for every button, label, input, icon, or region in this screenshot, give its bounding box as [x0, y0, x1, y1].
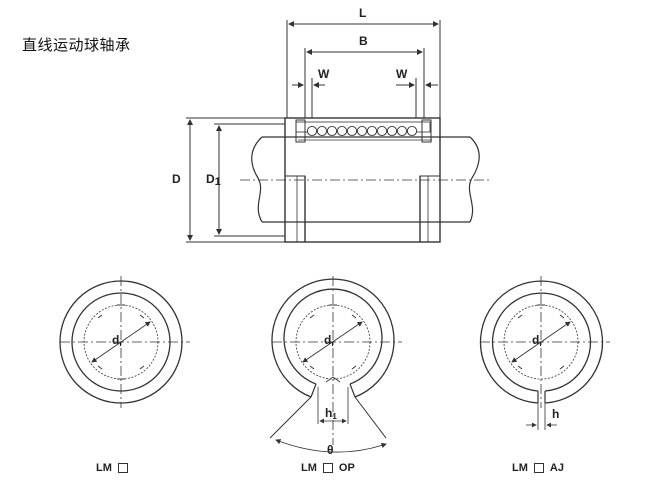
section-lm-bore-sub: r	[119, 339, 122, 348]
ball-row	[306, 125, 418, 137]
caption-lm: LM	[96, 462, 128, 474]
caption-lm-aj: LM AJ	[512, 462, 564, 474]
svg-text:dr: dr	[324, 333, 334, 348]
section-aj-h: h	[552, 407, 559, 421]
section-aj-bore-sub: r	[539, 339, 542, 348]
section-lm-op	[269, 276, 402, 453]
caption-lm-prefix: LM	[96, 462, 112, 474]
caption-op-suffix: OP	[338, 462, 355, 474]
section-op-bore: d	[324, 333, 331, 347]
label-W-right: W	[396, 67, 408, 81]
caption-op-box	[322, 463, 333, 473]
caption-lm-op: LM OP	[301, 462, 355, 474]
side-view	[186, 20, 490, 243]
section-aj-bore: d	[532, 333, 539, 347]
label-D1: D	[206, 172, 215, 186]
caption-op-prefix: LM	[301, 462, 317, 474]
caption-lm-box	[117, 463, 128, 473]
svg-text:dr: dr	[532, 333, 542, 348]
label-D1-sub: 1	[215, 176, 221, 188]
caption-aj-prefix: LM	[512, 462, 528, 474]
page-title: 直线运动球轴承	[22, 36, 131, 54]
section-lm-bore: d	[112, 333, 119, 347]
label-L: L	[359, 6, 366, 20]
label-B: B	[359, 34, 368, 48]
label-W-left: W	[318, 67, 330, 81]
section-lm	[59, 276, 190, 408]
section-op-theta: θ	[327, 443, 334, 457]
label-D: D	[172, 172, 181, 186]
caption-aj-box	[533, 463, 544, 473]
svg-text:dr: dr	[112, 333, 122, 348]
caption-aj-suffix: AJ	[549, 462, 564, 474]
section-op-h1-sub: 1	[332, 412, 337, 421]
section-lm-aj	[479, 276, 610, 430]
svg-text:h1: h1	[325, 406, 337, 421]
section-op-h1: h	[325, 406, 332, 420]
svg-text:D1: D1	[206, 172, 221, 188]
section-op-bore-sub: r	[331, 339, 334, 348]
